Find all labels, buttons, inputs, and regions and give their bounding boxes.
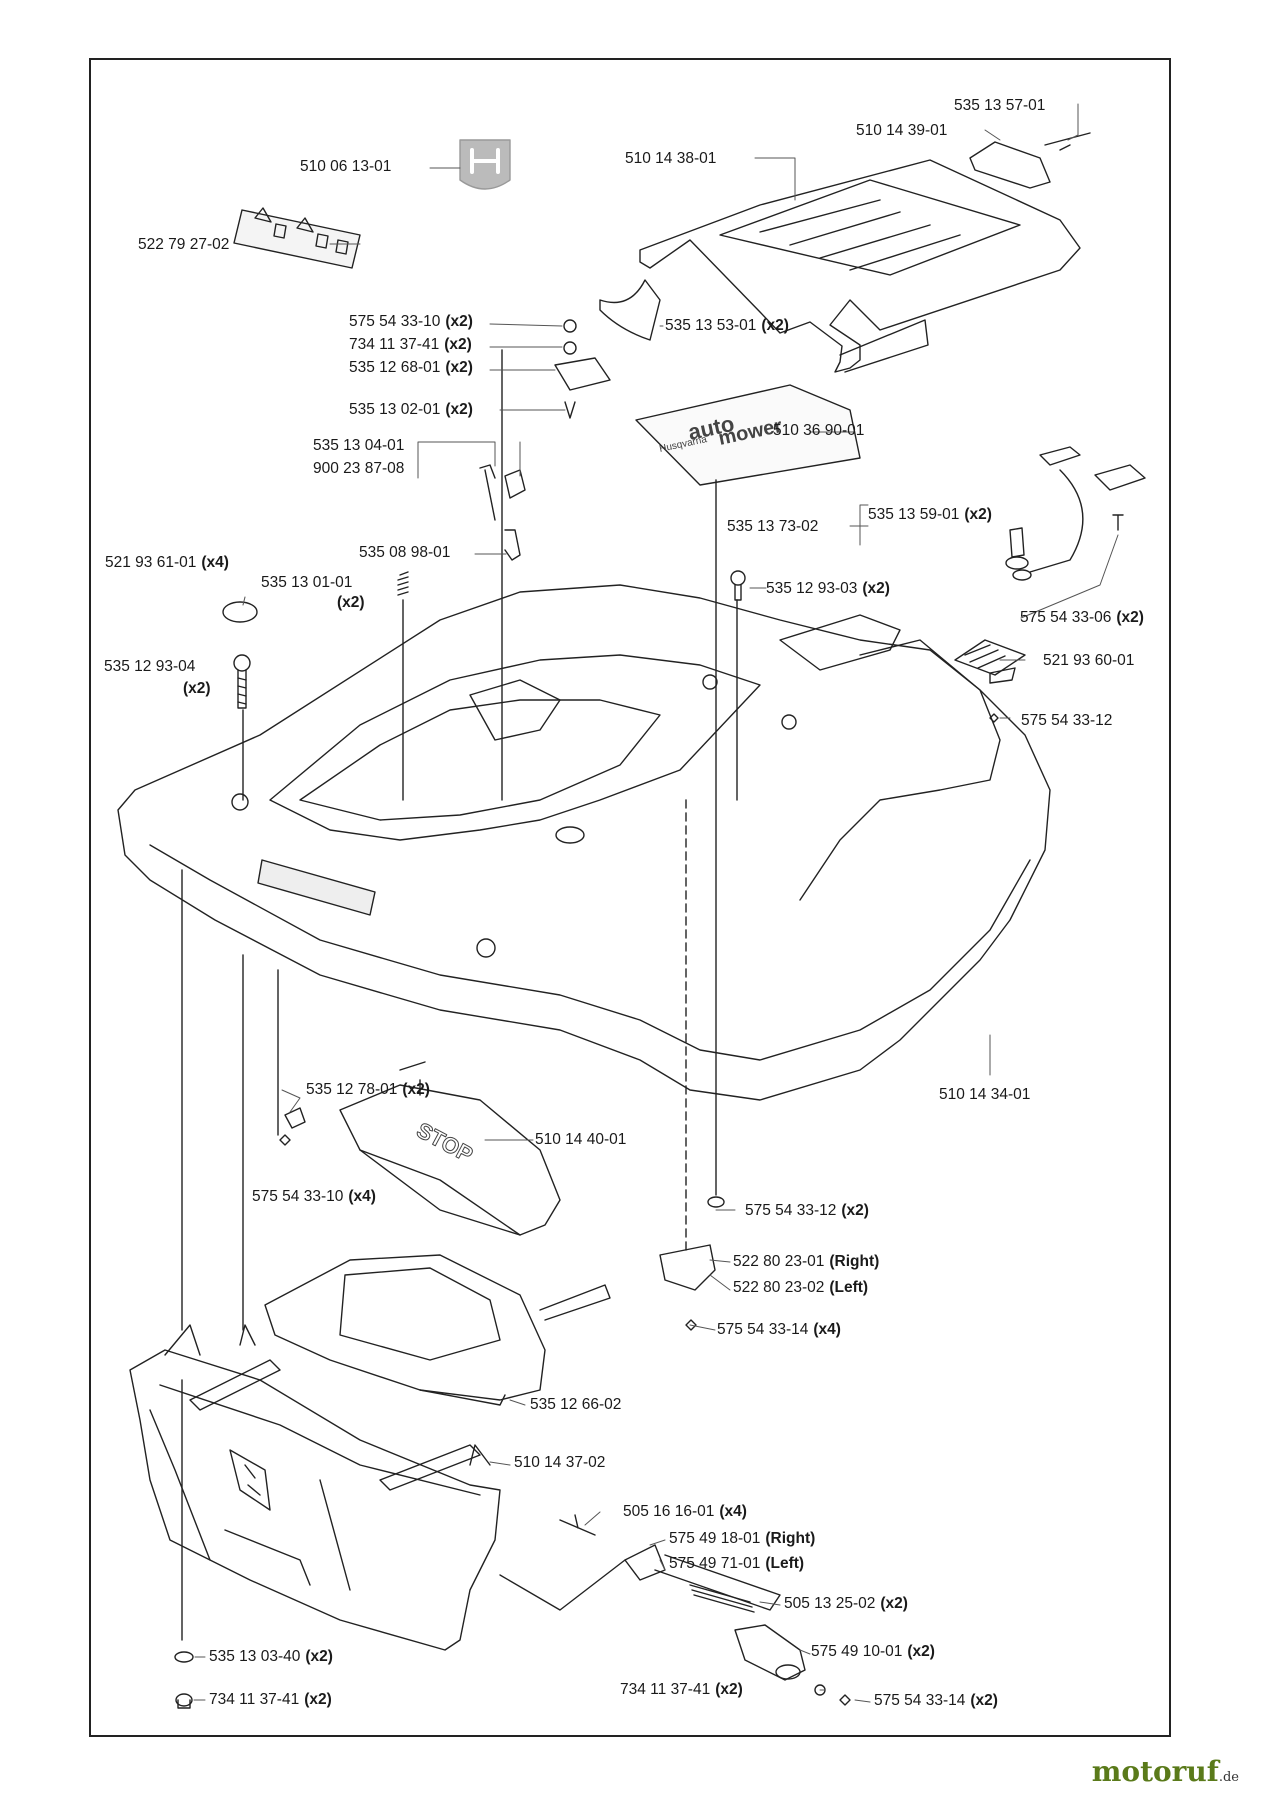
stop-button-cover: STOP (339, 1084, 561, 1236)
part-label: 535 08 98-01 (359, 544, 451, 561)
screw-rod-pin (559, 1514, 596, 1536)
part-label: 510 14 38-01 (625, 150, 717, 167)
part-label: 535 13 02-01(x2) (349, 401, 473, 418)
screw-bottom (175, 1693, 193, 1709)
part-label: 575 54 33-14(x2) (874, 1692, 998, 1709)
part-label: 575 54 33-12(x2) (745, 1202, 869, 1219)
part-label: 535 12 78-01(x2) (306, 1081, 430, 1098)
screw-part (1044, 132, 1091, 151)
screw-small-left (279, 1134, 291, 1146)
part-label: 535 12 93-03(x2) (766, 580, 890, 597)
part-label: (x2) (337, 594, 365, 611)
main-body-shell (117, 584, 1051, 1101)
part-label: 510 14 40-01 (535, 1131, 627, 1148)
part-label: 535 13 04-01 (313, 437, 405, 454)
guide-line (499, 1559, 626, 1611)
part-label: 535 12 68-01(x2) (349, 359, 473, 376)
part-label: 505 16 16-01(x4) (623, 1503, 747, 1520)
part-label: 510 14 39-01 (856, 122, 948, 139)
part-label: 575 49 18-01(Right) (669, 1530, 816, 1547)
clip-plate (554, 357, 611, 391)
part-label: 505 13 25-02(x2) (784, 1595, 908, 1612)
charging-contact-assembly (1005, 446, 1146, 581)
spring-clip (564, 401, 576, 419)
part-label: 521 93 61-01(x4) (105, 554, 229, 571)
washer-bottom (174, 1651, 194, 1663)
part-label: 734 11 37-41(x2) (620, 1681, 743, 1698)
part-label: 535 12 93-04 (104, 658, 196, 675)
screw-guard (685, 1319, 697, 1331)
lid-latch-part (969, 141, 1051, 189)
corner-guard (659, 1244, 716, 1291)
top-hatch-lid (639, 159, 1081, 373)
husqvarna-logo-emblem (459, 139, 511, 190)
part-label: 522 80 23-01(Right) (733, 1253, 880, 1270)
watermark-logo: motoruf.de (1091, 1755, 1239, 1788)
part-label: 575 49 10-01(x2) (811, 1643, 935, 1660)
part-label: 575 54 33-10(x2) (349, 313, 473, 330)
part-label: 734 11 37-41(x2) (349, 336, 472, 353)
front-bumper (129, 1324, 501, 1651)
hinge-bracket (599, 279, 661, 341)
part-label: 535 12 66-02 (530, 1396, 622, 1413)
washer (563, 341, 577, 355)
body-warning-decal (257, 859, 376, 916)
part-label: 575 54 33-12 (1021, 712, 1113, 729)
part-label: 535 13 59-01(x2) (868, 506, 992, 523)
keypad-cover (954, 639, 1026, 684)
diagram-frame (89, 58, 1171, 1737)
warning-decal-sticker (233, 207, 361, 269)
part-label: 535 13 57-01 (954, 97, 1046, 114)
part-label: 510 14 37-02 (514, 1454, 606, 1471)
long-screw (233, 654, 251, 709)
screw-base (707, 1196, 725, 1208)
spring-rod (689, 1584, 755, 1613)
part-label: 510 06 13-01 (300, 158, 392, 175)
part-label: 522 79 27-02 (138, 236, 230, 253)
spring (397, 571, 409, 596)
part-label: 522 80 23-02(Left) (733, 1279, 869, 1296)
part-label: 734 11 37-41(x2) (209, 1691, 332, 1708)
rod-end-part (734, 1624, 806, 1681)
screw-top (730, 570, 746, 601)
part-label: (x2) (183, 680, 211, 697)
part-label: 521 93 60-01 (1043, 652, 1135, 669)
cover-decal-panel: auto mower Husqvarna (635, 384, 861, 486)
part-label: 900 23 87-08 (313, 460, 405, 477)
cable-tie (479, 464, 496, 521)
rubber-pad (222, 601, 258, 623)
part-label: 575 54 33-06(x2) (1020, 609, 1144, 626)
screw-end (839, 1694, 851, 1706)
cable-holder (504, 469, 526, 499)
part-label: 575 49 71-01(Left) (669, 1555, 805, 1572)
pin-part (399, 1061, 426, 1096)
part-label: 510 14 34-01 (939, 1086, 1031, 1103)
stop-text: STOP (413, 1117, 477, 1167)
front-cover-panel (264, 1254, 611, 1406)
part-label: 575 54 33-14(x4) (717, 1321, 841, 1338)
part-label: 535 13 53-01(x2) (665, 317, 789, 334)
part-label: 575 54 33-10(x4) (252, 1188, 376, 1205)
screw-head (563, 319, 577, 333)
part-label: 535 13 73-02 (727, 518, 819, 535)
stop-mount-clip (284, 1107, 306, 1129)
part-label: 535 13 01-01 (261, 574, 353, 591)
cable-clip (504, 529, 521, 561)
screw-small (1112, 514, 1124, 531)
part-label: 535 13 03-40(x2) (209, 1648, 333, 1665)
part-label: 510 36 90-01 (773, 422, 865, 439)
